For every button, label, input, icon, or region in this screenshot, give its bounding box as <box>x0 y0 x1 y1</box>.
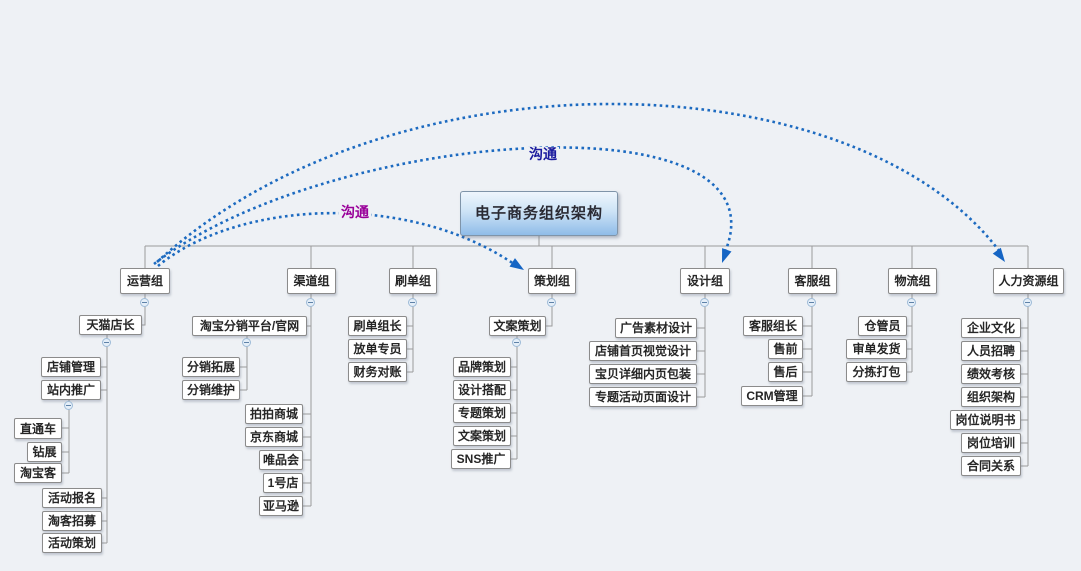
topic-node[interactable]: 刷单组长 <box>348 316 407 336</box>
topic-node[interactable]: 天猫店长 <box>79 315 142 335</box>
collapse-icon[interactable] <box>907 298 916 307</box>
topic-node[interactable]: 专题活动页面设计 <box>589 387 697 407</box>
topic-node[interactable]: 活动策划 <box>42 533 102 553</box>
relationship-curve-hr <box>156 102 1002 263</box>
branch-operations[interactable]: 运营组 <box>120 268 170 294</box>
branch-design[interactable]: 设计组 <box>680 268 730 294</box>
collapse-icon[interactable] <box>1023 298 1032 307</box>
topic-node[interactable]: CRM管理 <box>741 386 803 406</box>
topic-node[interactable]: 仓管员 <box>858 316 907 336</box>
relationship-curve-design <box>153 146 733 266</box>
collapse-icon[interactable] <box>306 298 315 307</box>
branch-planning[interactable]: 策划组 <box>528 268 576 294</box>
topic-node[interactable]: 直通车 <box>14 418 62 439</box>
topic-node[interactable]: 合同关系 <box>961 456 1021 476</box>
branch-channel[interactable]: 渠道组 <box>287 268 336 294</box>
collapse-icon[interactable] <box>64 401 73 410</box>
arrowhead-icon <box>722 248 732 263</box>
topic-node[interactable]: 设计搭配 <box>453 380 511 400</box>
topic-node[interactable]: 淘客招募 <box>42 511 102 531</box>
topic-node[interactable]: 广告素材设计 <box>615 318 697 338</box>
relationship-label[interactable]: 沟通 <box>339 204 371 221</box>
topic-node[interactable]: 文案策划 <box>453 426 511 446</box>
collapse-icon[interactable] <box>102 338 111 347</box>
topic-node[interactable]: 客服组长 <box>743 316 803 336</box>
collapse-icon[interactable] <box>512 338 521 347</box>
topic-node[interactable]: 店铺管理 <box>41 357 101 377</box>
relationship-curve-planning <box>157 211 515 268</box>
topic-node[interactable]: 店铺首页视觉设计 <box>589 341 697 361</box>
topic-node[interactable]: 1号店 <box>263 473 303 493</box>
topic-node[interactable]: 审单发货 <box>846 339 907 359</box>
collapse-icon[interactable] <box>700 298 709 307</box>
topic-node[interactable]: 专题策划 <box>453 403 511 423</box>
topic-node[interactable]: 站内推广 <box>41 380 101 400</box>
topic-node[interactable]: 分销维护 <box>182 380 240 400</box>
topic-node[interactable]: 企业文化 <box>961 318 1021 338</box>
branch-logistics[interactable]: 物流组 <box>888 268 937 294</box>
branch-order-brushing[interactable]: 刷单组 <box>389 268 437 294</box>
topic-node[interactable]: 京东商城 <box>245 427 303 447</box>
topic-node[interactable]: 售前 <box>768 339 803 359</box>
topic-node[interactable]: 岗位说明书 <box>950 410 1021 430</box>
arrowhead-icon <box>509 258 524 270</box>
collapse-icon[interactable] <box>807 298 816 307</box>
tree-connectors <box>62 236 1029 544</box>
topic-node[interactable]: 文案策划 <box>489 316 546 336</box>
topic-node[interactable]: 人员招聘 <box>961 341 1021 361</box>
topic-node[interactable]: SNS推广 <box>451 449 511 469</box>
branch-hr[interactable]: 人力资源组 <box>993 268 1064 294</box>
topic-node[interactable]: 亚马逊 <box>259 496 303 516</box>
root-topic[interactable]: 电子商务组织架构 <box>460 191 618 236</box>
topic-node[interactable]: 组织架构 <box>961 387 1021 407</box>
topic-node[interactable]: 拍拍商城 <box>245 404 303 424</box>
topic-node[interactable]: 淘宝客 <box>14 463 62 483</box>
topic-node[interactable]: 品牌策划 <box>453 357 511 377</box>
topic-node[interactable]: 活动报名 <box>42 488 102 508</box>
collapse-icon[interactable] <box>140 298 149 307</box>
topic-node[interactable]: 岗位培训 <box>961 433 1021 453</box>
topic-node[interactable]: 分拣打包 <box>846 362 907 382</box>
topic-node[interactable]: 绩效考核 <box>961 364 1021 384</box>
topic-node[interactable]: 淘宝分销平台/官网 <box>192 316 307 336</box>
collapse-icon[interactable] <box>408 298 417 307</box>
branch-customer-service[interactable]: 客服组 <box>788 268 837 294</box>
collapse-icon[interactable] <box>547 298 556 307</box>
collapse-icon[interactable] <box>242 338 251 347</box>
topic-node[interactable]: 唯品会 <box>259 450 303 470</box>
topic-node[interactable]: 钻展 <box>27 442 62 462</box>
topic-node[interactable]: 放单专员 <box>348 339 407 359</box>
topic-node[interactable]: 售后 <box>768 362 803 382</box>
arrowhead-icon <box>992 247 1005 262</box>
topic-node[interactable]: 分销拓展 <box>182 357 240 377</box>
topic-node[interactable]: 宝贝详细内页包装 <box>589 364 697 384</box>
relationship-label[interactable]: 沟通 <box>527 146 559 163</box>
topic-node[interactable]: 财务对账 <box>348 362 407 382</box>
